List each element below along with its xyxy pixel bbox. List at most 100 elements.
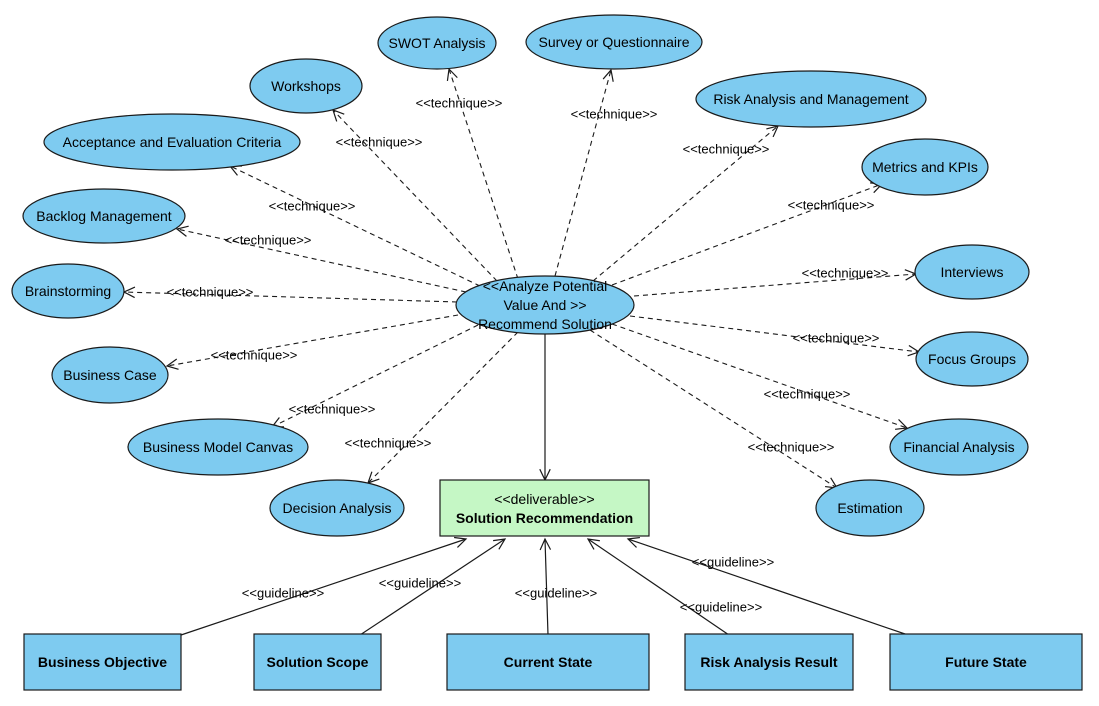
technique-label: Metrics and KPIs xyxy=(872,159,978,175)
dashed-dependency-line xyxy=(554,69,612,277)
guideline-edge-current-state xyxy=(539,537,552,636)
technique-stereotype-label: <<technique>> xyxy=(788,198,875,213)
guideline-stereotype-label: <<guideline>> xyxy=(242,586,324,601)
usecase-ellipse xyxy=(51,346,169,404)
technique-stereotype-label: <<technique>> xyxy=(416,96,503,111)
task-label-line: Recommend Solution xyxy=(478,316,612,332)
technique-edge-estimation xyxy=(589,329,839,489)
labels-layer: <<technique>> <<technique>> <<technique>> <… xyxy=(167,96,889,615)
technique-stereotype-label: <<technique>> xyxy=(683,142,770,157)
dashed-dependency-line xyxy=(332,109,498,282)
deliverable-edge xyxy=(539,334,551,482)
technique-node-swot[interactable]: SWOT Analysis xyxy=(377,16,497,70)
technique-label: Brainstorming xyxy=(25,283,111,299)
task-label-line: Value And >> xyxy=(503,297,586,313)
usecase-ellipse xyxy=(22,188,186,244)
technique-node-acceptance[interactable]: Acceptance and Evaluation Criteria xyxy=(43,113,301,171)
technique-stereotype-label: <<technique>> xyxy=(167,285,254,300)
dashed-dependency-line xyxy=(611,323,908,429)
guideline-node-risk-analysis-result[interactable]: Risk Analysis Result xyxy=(684,633,854,691)
usecase-ellipse xyxy=(815,479,925,537)
guideline-edge-solution-scope xyxy=(359,538,507,636)
technique-node-business-case[interactable]: Business Case xyxy=(51,346,169,404)
technique-node-focus[interactable]: Focus Groups xyxy=(915,331,1029,387)
edges-layer xyxy=(122,67,921,636)
guideline-label: Current State xyxy=(504,654,593,670)
guideline-node-solution-scope[interactable]: Solution Scope xyxy=(253,633,382,691)
guideline-stereotype-label: <<guideline>> xyxy=(515,586,597,601)
guideline-edge-future-state xyxy=(626,536,909,636)
technique-label: Acceptance and Evaluation Criteria xyxy=(63,134,282,150)
solid-association-line xyxy=(587,538,730,636)
technique-node-risk[interactable]: Risk Analysis and Management xyxy=(695,70,927,128)
technique-stereotype-label: <<technique>> xyxy=(225,233,312,248)
technique-node-survey[interactable]: Survey or Questionnaire xyxy=(525,14,703,70)
technique-label: Financial Analysis xyxy=(903,439,1014,455)
technique-stereotype-label: <<technique>> xyxy=(345,436,432,451)
technique-stereotype-label: <<technique>> xyxy=(336,135,423,150)
usecase-ellipse xyxy=(915,331,1029,387)
technique-node-financial[interactable]: Financial Analysis xyxy=(889,418,1029,476)
technique-label: SWOT Analysis xyxy=(389,35,486,51)
technique-stereotype-label: <<technique>> xyxy=(793,331,880,346)
dashed-dependency-line xyxy=(589,329,838,489)
technique-node-estimation[interactable]: Estimation xyxy=(815,479,925,537)
technique-edge-decision xyxy=(367,331,519,484)
open-arrow-icon xyxy=(165,358,179,370)
guideline-box xyxy=(23,633,182,691)
technique-stereotype-label: <<technique>> xyxy=(211,348,298,363)
guideline-box xyxy=(253,633,382,691)
technique-edge-survey xyxy=(554,68,614,277)
dashed-dependency-line xyxy=(611,183,883,286)
guideline-node-business-objective[interactable]: Business Objective xyxy=(23,633,182,691)
guideline-box xyxy=(446,633,650,691)
dashed-dependency-line xyxy=(176,228,467,293)
guideline-node-current-state[interactable]: Current State xyxy=(446,633,650,691)
technique-label: Risk Analysis and Management xyxy=(713,91,908,107)
technique-node-bmc[interactable]: Business Model Canvas xyxy=(127,418,309,476)
technique-node-decision[interactable]: Decision Analysis xyxy=(269,479,405,537)
dashed-dependency-line xyxy=(229,165,481,287)
usecase-ellipse xyxy=(914,244,1030,300)
deliverable-stereotype: <<deliverable>> xyxy=(494,491,594,507)
usecase-ellipse xyxy=(43,113,301,171)
open-arrow-icon xyxy=(895,419,909,430)
technique-node-workshops[interactable]: Workshops xyxy=(249,58,363,114)
deliverable-name: Solution Recommendation xyxy=(456,510,633,526)
guideline-box xyxy=(889,633,1083,691)
deliverable-node[interactable]: <<deliverable>> Solution Recommendation xyxy=(439,479,650,537)
technique-node-interviews[interactable]: Interviews xyxy=(914,244,1030,300)
usecase-ellipse xyxy=(695,70,927,128)
usecase-ellipse xyxy=(525,14,703,70)
guideline-stereotype-label: <<guideline>> xyxy=(379,576,461,591)
technique-edge-business-case xyxy=(165,314,459,370)
open-arrow-icon xyxy=(602,68,614,82)
technique-node-metrics[interactable]: Metrics and KPIs xyxy=(861,138,989,196)
solid-association-line xyxy=(627,538,909,636)
guideline-node-future-state[interactable]: Future State xyxy=(889,633,1083,691)
technique-label: Estimation xyxy=(837,500,902,516)
technique-node-brainstorming[interactable]: Brainstorming xyxy=(11,263,125,319)
deliverable-box xyxy=(439,479,650,537)
dashed-dependency-line xyxy=(633,273,917,297)
guideline-label: Solution Scope xyxy=(267,654,369,670)
nodes-layer: Workshops SWOT Analysis Survey or Question… xyxy=(11,14,1083,691)
dashed-dependency-line xyxy=(367,331,519,484)
guideline-label: Business Objective xyxy=(38,654,167,670)
guideline-label: Future State xyxy=(945,654,1027,670)
technique-label: Workshops xyxy=(271,78,341,94)
dashed-dependency-line xyxy=(629,315,920,353)
technique-edge-backlog xyxy=(175,225,467,293)
usecase-ellipse xyxy=(861,138,989,196)
dashed-dependency-line xyxy=(166,314,459,367)
technique-label: Decision Analysis xyxy=(283,500,392,516)
open-arrow-icon xyxy=(493,538,507,550)
technique-label: Interviews xyxy=(940,264,1003,280)
technique-edge-acceptance xyxy=(228,165,481,287)
technique-node-backlog[interactable]: Backlog Management xyxy=(22,188,186,244)
technique-label: Focus Groups xyxy=(928,351,1016,367)
open-arrow-icon xyxy=(539,537,552,551)
